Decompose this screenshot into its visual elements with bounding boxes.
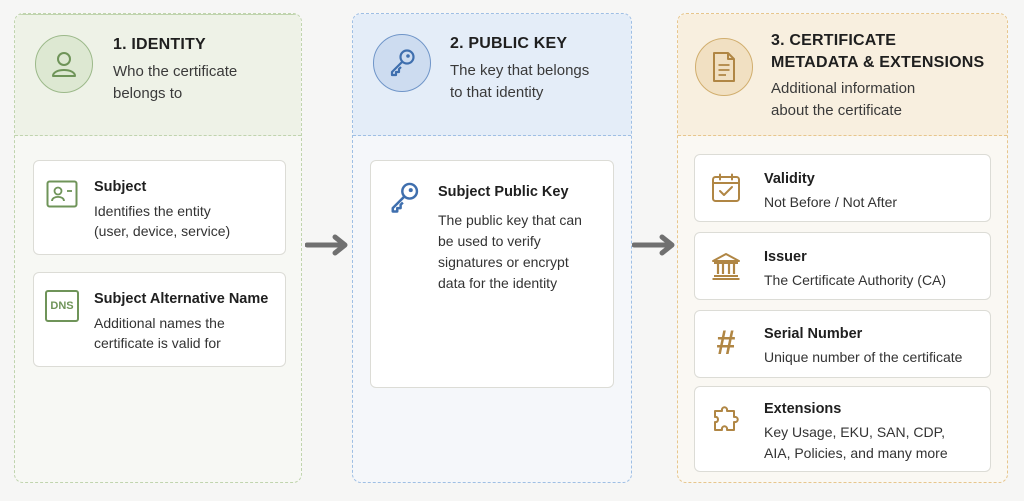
validity-title: Validity bbox=[764, 171, 815, 187]
subject-alternative-name-card: DNS Subject Alternative Name Additional … bbox=[33, 272, 286, 367]
calendar-icon bbox=[710, 172, 742, 204]
spk-text-line-3: signatures or encrypt bbox=[438, 254, 569, 270]
hash-icon: # bbox=[710, 326, 742, 360]
public-key-subtitle-line-1: The key that belongs bbox=[450, 62, 590, 79]
public-key-header: 2. PUBLIC KEY The key that belongs to th… bbox=[353, 14, 631, 136]
metadata-title-line-2: METADATA & EXTENSIONS bbox=[771, 54, 985, 71]
identity-column: 1. IDENTITY Who the certificate belongs … bbox=[14, 13, 302, 483]
metadata-subtitle-line-2: about the certificate bbox=[771, 102, 902, 119]
identity-subtitle-line-2: belongs to bbox=[113, 85, 183, 102]
subject-card: Subject Identifies the entity (user, dev… bbox=[33, 160, 286, 255]
dns-icon-text: DNS bbox=[50, 300, 74, 312]
metadata-header: 3. CERTIFICATE METADATA & EXTENSIONS Add… bbox=[678, 14, 1007, 136]
id-card-icon bbox=[45, 179, 79, 209]
issuer-title: Issuer bbox=[764, 249, 807, 265]
issuer-text: The Certificate Authority (CA) bbox=[764, 272, 947, 288]
san-title: Subject Alternative Name bbox=[94, 291, 269, 307]
spk-text-line-4: data for the identity bbox=[438, 275, 558, 291]
arrow-right-icon bbox=[632, 234, 675, 256]
bank-icon bbox=[710, 250, 742, 282]
extensions-card: Extensions Key Usage, EKU, SAN, CDP, AIA… bbox=[694, 386, 991, 472]
subject-public-key-card: Subject Public Key The public key that c… bbox=[370, 160, 614, 388]
key-icon bbox=[373, 34, 431, 92]
spk-text-line-1: The public key that can bbox=[438, 212, 582, 228]
public-key-column: 2. PUBLIC KEY The key that belongs to th… bbox=[352, 13, 632, 483]
public-key-title: 2. PUBLIC KEY bbox=[450, 35, 568, 52]
identity-subtitle-line-1: Who the certificate bbox=[113, 63, 238, 80]
subject-text-line-1: Identifies the entity bbox=[94, 203, 211, 219]
public-key-subtitle-line-2: to that identity bbox=[450, 84, 544, 101]
extensions-title: Extensions bbox=[764, 401, 842, 417]
san-text-line-1: Additional names the bbox=[94, 315, 225, 331]
subject-public-key-title: Subject Public Key bbox=[438, 184, 569, 200]
validity-text: Not Before / Not After bbox=[764, 194, 898, 210]
puzzle-icon bbox=[710, 401, 744, 435]
extensions-text-line-1: Key Usage, EKU, SAN, CDP, bbox=[764, 424, 946, 440]
serial-number-title: Serial Number bbox=[764, 326, 863, 342]
serial-number-card: # Serial Number Unique number of the cer… bbox=[694, 310, 991, 378]
subject-title: Subject bbox=[94, 179, 147, 195]
identity-title: 1. IDENTITY bbox=[113, 36, 206, 53]
issuer-card: Issuer The Certificate Authority (CA) bbox=[694, 232, 991, 300]
extensions-text-line-2: AIA, Policies, and many more bbox=[764, 445, 948, 461]
subject-text-line-2: (user, device, service) bbox=[94, 223, 231, 239]
metadata-column: 3. CERTIFICATE METADATA & EXTENSIONS Add… bbox=[677, 13, 1008, 483]
spk-text-line-2: be used to verify bbox=[438, 233, 541, 249]
arrow-right-icon bbox=[305, 234, 348, 256]
dns-icon: DNS bbox=[45, 290, 79, 322]
key-icon bbox=[385, 179, 423, 217]
person-icon bbox=[35, 35, 93, 93]
san-text-line-2: certificate is valid for bbox=[94, 335, 221, 351]
hash-icon-glyph: # bbox=[716, 324, 736, 362]
validity-card: Validity Not Before / Not After bbox=[694, 154, 991, 222]
metadata-subtitle-line-1: Additional information bbox=[771, 80, 916, 97]
document-icon bbox=[695, 38, 753, 96]
serial-number-text: Unique number of the certificate bbox=[764, 349, 963, 365]
identity-header: 1. IDENTITY Who the certificate belongs … bbox=[15, 14, 301, 136]
metadata-title-line-1: 3. CERTIFICATE bbox=[771, 32, 897, 49]
